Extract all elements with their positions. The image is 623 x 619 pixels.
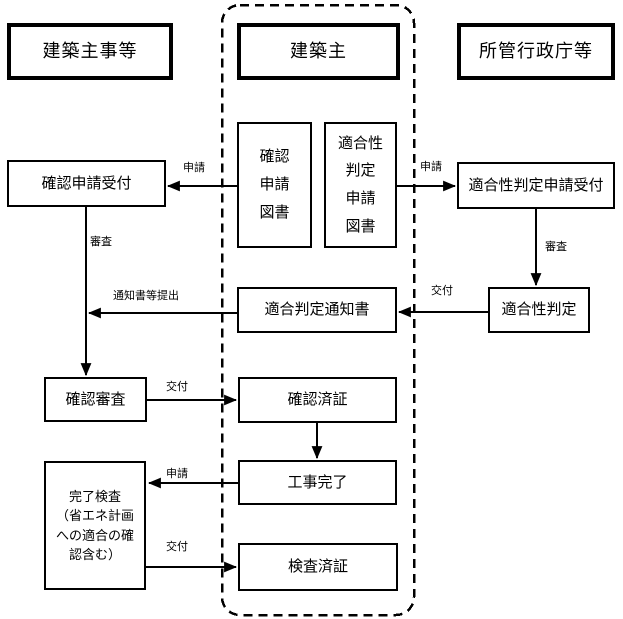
box-conformity-judgment-application-reception: 適合性判定申請受付 bbox=[457, 162, 615, 209]
header-administrative-agency: 所管行政庁等 bbox=[457, 23, 615, 80]
label-application-right: 申請 bbox=[420, 161, 442, 173]
box-construction-completion: 工事完了 bbox=[238, 460, 397, 505]
label-issuance-bottom: 交付 bbox=[166, 541, 188, 553]
label-application-left: 申請 bbox=[183, 162, 205, 174]
header-building-owner: 建築主 bbox=[237, 23, 400, 80]
label-application-bottom: 申請 bbox=[166, 468, 188, 480]
box-conformity-judgment-application-documents: 適合性 判定 申請 図書 bbox=[324, 122, 397, 248]
box-inspection-certificate: 検査済証 bbox=[238, 543, 398, 591]
box-conformity-judgment-notice: 適合判定通知書 bbox=[237, 287, 397, 333]
box-confirmation-application-documents: 確認 申請 図書 bbox=[237, 122, 312, 248]
header-building-official: 建築主事等 bbox=[7, 23, 173, 80]
box-completion-inspection: 完了検査 （省エネ計画 への適合の確 認含む） bbox=[44, 461, 146, 590]
box-confirmation-certificate: 確認済証 bbox=[238, 377, 397, 423]
box-conformity-judgment: 適合性判定 bbox=[488, 287, 590, 333]
box-confirmation-examination: 確認審査 bbox=[44, 377, 147, 422]
label-examination-left: 審査 bbox=[90, 236, 112, 248]
label-issuance-right: 交付 bbox=[431, 285, 453, 297]
label-notice-submission: 通知書等提出 bbox=[113, 290, 179, 302]
label-issuance-mid: 交付 bbox=[166, 381, 188, 393]
label-examination-right: 審査 bbox=[545, 241, 567, 253]
box-confirmation-application-reception: 確認申請受付 bbox=[7, 160, 166, 207]
